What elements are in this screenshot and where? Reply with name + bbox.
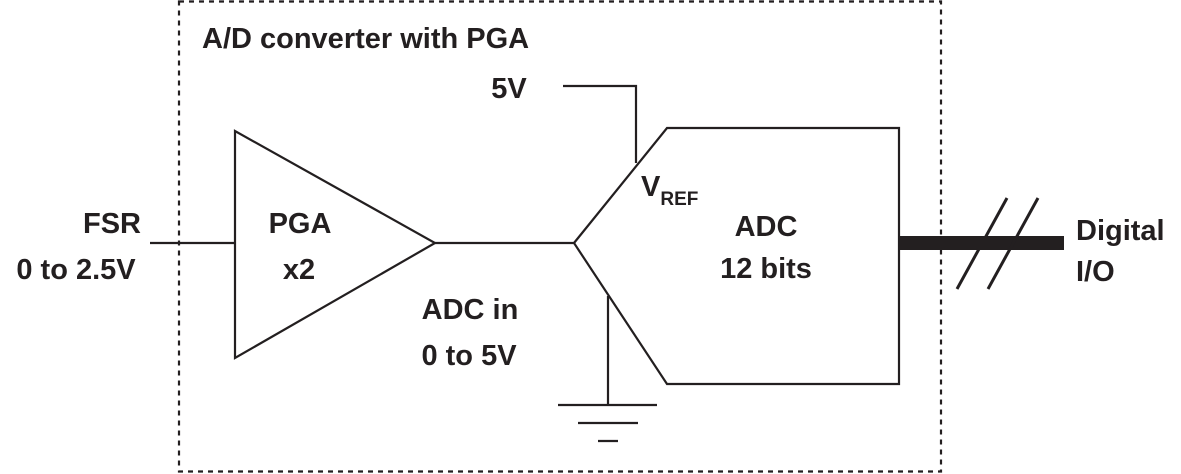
- adc-name-label: ADC: [735, 211, 798, 243]
- adc-block: [572, 126, 901, 386]
- reference-voltage-label: 5V: [491, 73, 527, 105]
- pga-gain-label: x2: [283, 254, 315, 286]
- pga-amplifier-triangle: [233, 129, 438, 360]
- input-range-label: 0 to 2.5V: [16, 254, 136, 286]
- converter-enclosure: [177, 0, 943, 473]
- adc-input-name-label: ADC in: [422, 294, 519, 326]
- vref-main-text: V: [641, 171, 661, 203]
- adc-input-range-label: 0 to 5V: [421, 340, 517, 372]
- output-io-label: I/O: [1076, 256, 1115, 288]
- adc-resolution-label: 12 bits: [720, 253, 812, 285]
- input-name-label: FSR: [83, 208, 141, 240]
- enclosure-title: A/D converter with PGA: [202, 23, 529, 55]
- bus-slash-mark: [986, 197, 1040, 290]
- output-name-label: Digital: [1076, 215, 1165, 247]
- vref-subscript-text: REF: [660, 189, 698, 210]
- bus-slash-mark: [955, 197, 1009, 290]
- reference-wire: [563, 84, 638, 163]
- pga-name-label: PGA: [269, 208, 332, 240]
- ground-symbol-icon: [558, 403, 657, 443]
- vref-pin-label: VREF: [641, 171, 698, 210]
